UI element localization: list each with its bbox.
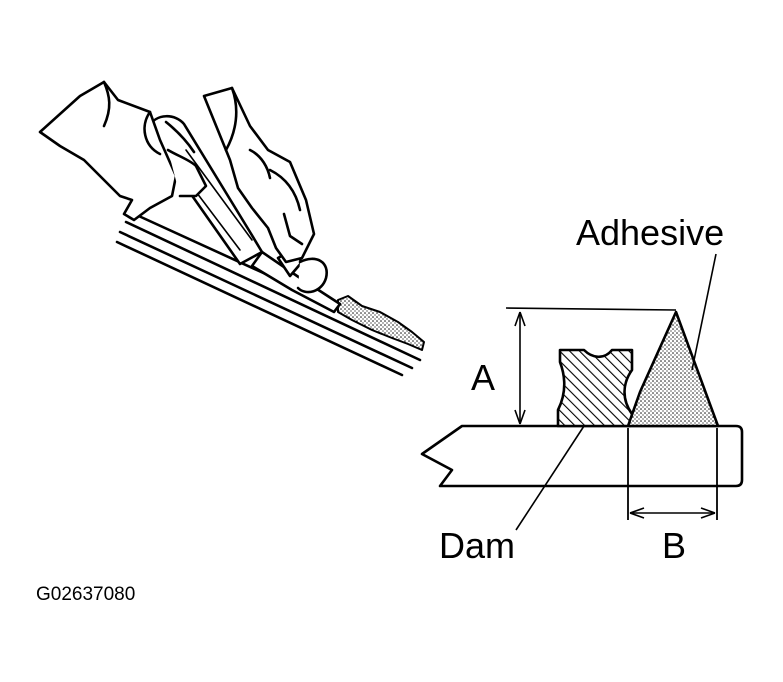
- left-hand: [38, 80, 178, 222]
- adhesive-section: [626, 310, 720, 428]
- figure-code: G02637080: [36, 584, 135, 605]
- cross-section-diagram: [420, 253, 744, 531]
- caulking-gun-illustration: [38, 80, 425, 377]
- dimension-b: [629, 507, 716, 519]
- dam-leader: [515, 425, 585, 531]
- adhesive-bead: [337, 295, 425, 351]
- label-dim-a: A: [471, 357, 495, 398]
- label-dam: Dam: [439, 525, 515, 566]
- dimension-a: [505, 307, 677, 425]
- glass-edge-lines: [115, 210, 422, 377]
- panel-section: [420, 424, 744, 488]
- dam-section: [556, 348, 634, 428]
- label-dim-b: B: [662, 525, 686, 566]
- adhesive-leader: [691, 253, 717, 371]
- label-adhesive: Adhesive: [576, 212, 724, 253]
